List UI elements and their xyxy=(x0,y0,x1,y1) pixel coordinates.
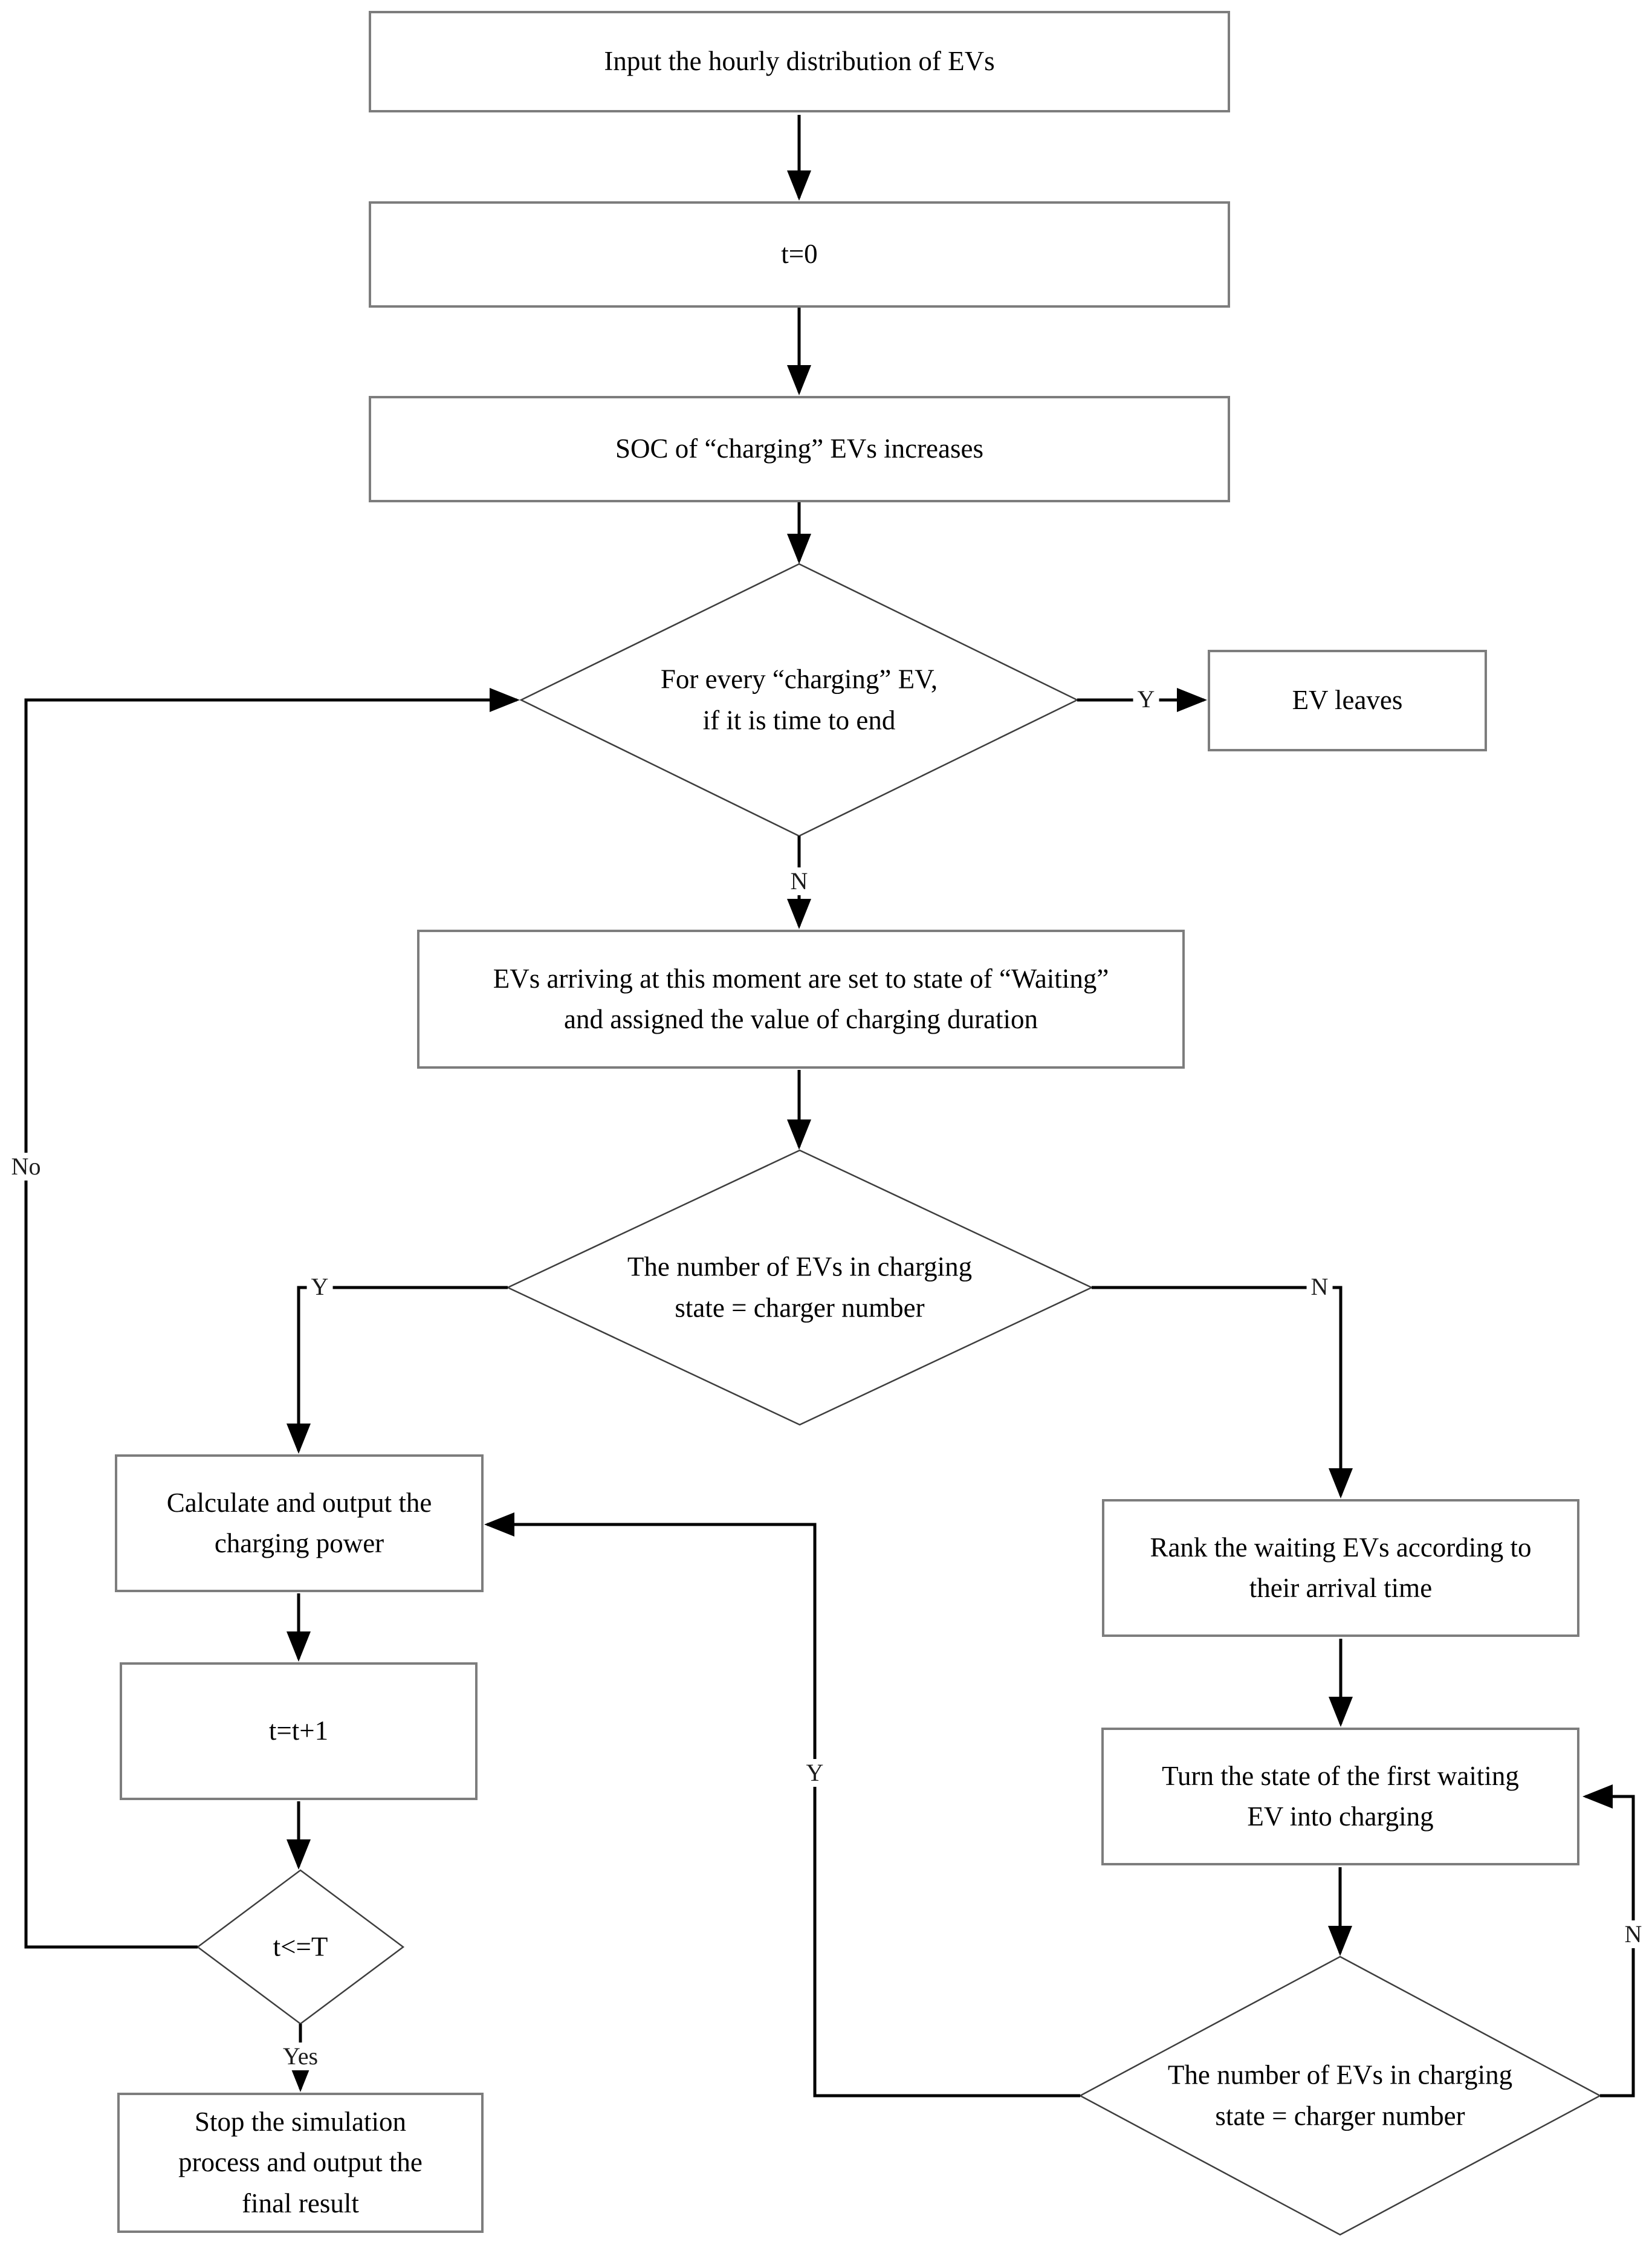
process-t-zero-label: t=0 xyxy=(781,239,818,270)
process-calc-power-box: Calculate and output the charging power xyxy=(115,1454,484,1592)
decision-end-check-label: For every “charging” EV, if it is time t… xyxy=(660,664,938,736)
edge-chargercheck1-no-to-rank xyxy=(1092,1286,1353,1498)
process-turn-box: Turn the state of the first waiting EV i… xyxy=(1101,1728,1579,1865)
process-t-zero-box: t=0 xyxy=(369,201,1230,308)
process-rank-label: Rank the waiting EVs according to their … xyxy=(1150,1532,1532,1604)
process-calc-power-label: Calculate and output the charging power xyxy=(166,1487,432,1559)
decision-charger-check-1-label: The number of EVs in charging state = ch… xyxy=(627,1251,973,1323)
edge-chargercheck2-yes-to-calc xyxy=(484,1512,1080,2098)
label-charger1-no: N xyxy=(1306,1273,1333,1301)
process-waiting-box: EVs arriving at this moment are set to s… xyxy=(417,930,1185,1069)
process-input-label: Input the hourly distribution of EVs xyxy=(604,46,995,77)
label-end-no: N xyxy=(786,867,812,895)
decision-charger-check-2-shape xyxy=(1078,1955,1602,2236)
label-t-no: No xyxy=(7,1153,45,1181)
process-rank-box: Rank the waiting EVs according to their … xyxy=(1102,1499,1579,1637)
process-ev-leaves-label: EV leaves xyxy=(1292,685,1403,716)
label-t-yes: Yes xyxy=(278,2043,323,2070)
decision-t-check-label: t<=T xyxy=(273,1931,328,1962)
edge-chargercheck1-yes-to-calc xyxy=(287,1286,508,1454)
process-input-box: Input the hourly distribution of EVs xyxy=(369,11,1230,112)
process-t-inc-label: t=t+1 xyxy=(268,1715,329,1746)
process-stop-box: Stop the simulation process and output t… xyxy=(117,2093,484,2233)
label-charger2-no: N xyxy=(1620,1920,1647,1948)
process-ev-leaves-box: EV leaves xyxy=(1208,650,1487,751)
process-soc-label: SOC of “charging” EVs increases xyxy=(615,433,983,464)
edge-tcheck-no-loop-to-endcheck xyxy=(24,688,520,1949)
process-turn-label: Turn the state of the first waiting EV i… xyxy=(1162,1760,1519,1832)
label-charger1-yes: Y xyxy=(306,1273,333,1301)
label-charger2-yes: Y xyxy=(802,1759,828,1787)
decision-charger-check-1-shape xyxy=(506,1149,1093,1426)
process-t-inc-box: t=t+1 xyxy=(120,1662,478,1800)
process-soc-box: SOC of “charging” EVs increases xyxy=(369,396,1230,502)
process-waiting-label: EVs arriving at this moment are set to s… xyxy=(493,963,1109,1035)
label-end-yes: Y xyxy=(1133,685,1159,713)
decision-charger-check-2-label: The number of EVs in charging state = ch… xyxy=(1167,2059,1513,2131)
process-stop-label: Stop the simulation process and output t… xyxy=(178,2106,423,2218)
